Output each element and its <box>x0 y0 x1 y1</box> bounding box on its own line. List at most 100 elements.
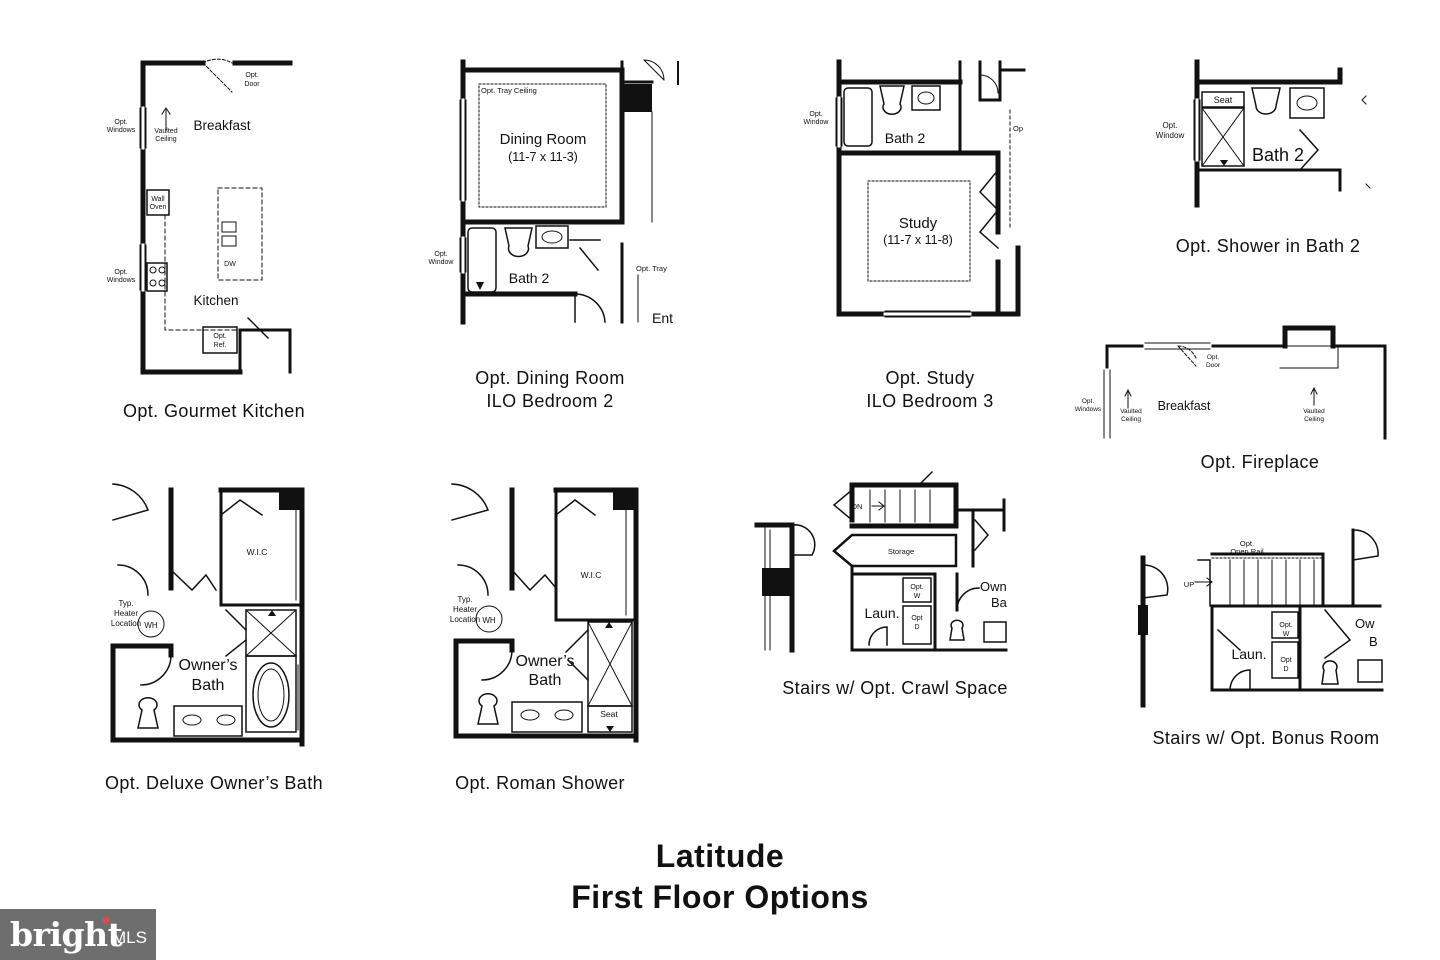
svg-text:W: W <box>914 593 921 600</box>
svg-text:Own: Own <box>980 579 1007 594</box>
svg-text:Bath: Bath <box>192 677 225 694</box>
svg-text:Opt.: Opt. <box>434 251 447 258</box>
opt-windows-label: Opt. <box>114 119 127 126</box>
svg-text:D: D <box>1283 666 1288 673</box>
fireplace-plan <box>1103 325 1387 440</box>
svg-text:Op: Op <box>1013 124 1023 133</box>
wh-label: WH <box>144 621 158 630</box>
svg-text:Windows: Windows <box>107 277 136 284</box>
caption-shower-bath2: Opt. Shower in Bath 2 <box>1175 236 1361 256</box>
svg-text:Door: Door <box>1206 362 1221 369</box>
caption-deluxe-bath: Opt. Deluxe Owner’s Bath <box>104 773 324 793</box>
svg-text:Window: Window <box>804 119 830 126</box>
caption-crawl-space: Stairs w/ Opt. Crawl Space <box>782 678 1008 698</box>
room-label-kitchen: Kitchen <box>193 293 238 308</box>
watermark-suffix: MLS <box>112 928 147 947</box>
caption-study: Opt. Study <box>885 368 975 388</box>
caption-bonus-room: Stairs w/ Opt. Bonus Room <box>1152 728 1380 748</box>
svg-text:Open Rail: Open Rail <box>1230 547 1264 556</box>
dn-label: DN <box>852 502 863 511</box>
caption-gourmet-kitchen: Opt. Gourmet Kitchen <box>122 401 306 421</box>
svg-text:Typ.: Typ. <box>457 595 472 604</box>
svg-text:Window: Window <box>1156 131 1185 140</box>
wh-label: WH <box>482 616 496 625</box>
svg-text:Vaulted: Vaulted <box>1120 408 1142 415</box>
dw-label: DW <box>224 261 236 268</box>
wall-oven-label: Wall <box>151 196 165 203</box>
caption-roman-shower: Opt. Roman Shower <box>455 773 625 793</box>
deluxe-bath-plan <box>110 483 305 747</box>
svg-text:Location: Location <box>111 619 141 628</box>
svg-text:(11-7 x 11-3): (11-7 x 11-3) <box>508 150 578 164</box>
svg-text:Opt: Opt <box>1280 657 1291 664</box>
room-label-breakfast: Breakfast <box>1158 399 1211 413</box>
room-label-bath2: Bath 2 <box>1252 145 1304 165</box>
svg-text:Ceiling: Ceiling <box>155 136 177 143</box>
room-label-owners-bath: Owner’s <box>516 653 575 670</box>
caption-dining-room-line2: ILO Bedroom 2 <box>486 391 614 411</box>
crawl-space-plan <box>754 470 1008 653</box>
room-label-laundry: Laun. <box>1231 646 1266 662</box>
up-label: UP <box>1184 580 1194 589</box>
svg-text:B: B <box>1369 634 1378 649</box>
roman-shower-plan <box>451 483 639 743</box>
shower-bath2-plan <box>1193 59 1371 208</box>
caption-study-line2: ILO Bedroom 3 <box>866 391 994 411</box>
tray-ceiling-label: Opt. Tray Ceiling <box>481 86 537 95</box>
plan-labels: Opt. Door Opt. Windows Vaulted Ceiling B… <box>107 72 1378 719</box>
dining-room-plan <box>459 59 679 325</box>
room-label-dining: Dining Room <box>500 131 587 148</box>
svg-text:Ceiling: Ceiling <box>1304 416 1324 423</box>
svg-text:Typ.: Typ. <box>118 599 133 608</box>
seat-label: Seat <box>1214 95 1233 105</box>
room-label-owners-bath: Owner’s <box>179 657 238 674</box>
svg-text:D: D <box>914 624 919 631</box>
svg-text:(11-7 x 11-8): (11-7 x 11-8) <box>883 233 953 247</box>
svg-text:Ref.: Ref. <box>214 342 227 349</box>
svg-text:Location: Location <box>450 615 480 624</box>
page-subtitle: First Floor Options <box>571 879 869 915</box>
svg-text:Opt.: Opt. <box>910 584 923 591</box>
room-label-study: Study <box>899 215 938 232</box>
room-label-bath2: Bath 2 <box>885 130 926 146</box>
svg-text:Ceiling: Ceiling <box>1121 416 1141 423</box>
wic-label: W.I.C <box>247 547 268 557</box>
svg-text:Opt.: Opt. <box>1240 539 1254 548</box>
svg-text:Bath: Bath <box>529 672 562 689</box>
room-label-breakfast: Breakfast <box>193 118 250 133</box>
bright-mls-watermark: bright MLS <box>0 909 156 960</box>
caption-dining-room: Opt. Dining Room <box>475 368 625 388</box>
svg-text:Opt. Tray: Opt. Tray <box>636 264 667 273</box>
svg-text:W: W <box>1283 631 1290 638</box>
svg-text:Opt.: Opt. <box>1162 121 1177 130</box>
svg-text:Opt.: Opt. <box>114 269 127 276</box>
svg-text:Windows: Windows <box>1075 406 1102 413</box>
svg-text:Opt: Opt <box>911 615 922 622</box>
svg-text:Opt.: Opt. <box>809 111 822 118</box>
svg-text:Vaulted: Vaulted <box>1303 408 1325 415</box>
caption-fireplace: Opt. Fireplace <box>1200 452 1320 472</box>
vaulted-label: Vaulted <box>154 128 177 135</box>
svg-text:Opt.: Opt. <box>1279 622 1292 629</box>
svg-text:Heater: Heater <box>453 605 477 614</box>
svg-text:Ow: Ow <box>1355 616 1375 631</box>
gourmet-kitchen-plan <box>139 58 293 375</box>
svg-text:Heater: Heater <box>114 609 138 618</box>
svg-text:Opt.: Opt. <box>1082 398 1094 405</box>
room-label-bath2: Bath 2 <box>509 270 550 286</box>
svg-text:Ba: Ba <box>991 595 1008 610</box>
page-title: Latitude <box>655 838 785 874</box>
room-label-entry: Ent <box>652 310 673 326</box>
opt-door-label: Opt. <box>245 72 258 79</box>
room-label-laundry: Laun. <box>864 605 899 621</box>
svg-text:Window: Window <box>429 259 455 266</box>
svg-text:Opt.: Opt. <box>1207 354 1219 361</box>
seat-label: Seat <box>600 709 618 719</box>
storage-label: Storage <box>888 547 914 556</box>
svg-text:Windows: Windows <box>107 127 136 134</box>
svg-text:Oven: Oven <box>150 204 167 211</box>
svg-text:Door: Door <box>244 81 260 88</box>
bonus-room-plan <box>1138 528 1384 708</box>
wic-label: W.I.C <box>581 570 602 580</box>
